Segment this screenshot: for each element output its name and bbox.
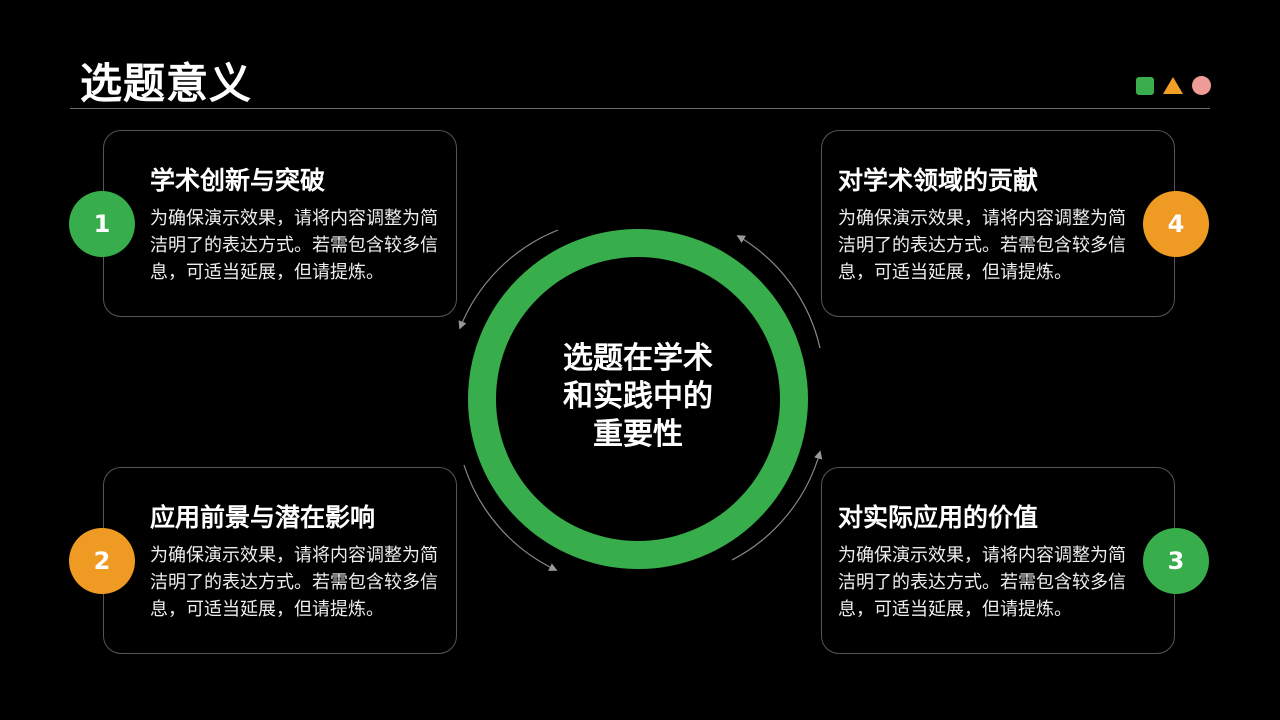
title-divider: [70, 108, 1210, 109]
card-body: 为确保演示效果，请将内容调整为简洁明了的表达方式。若需包含较多信息，可适当延展，…: [150, 208, 438, 283]
card-body: 为确保演示效果，请将内容调整为简洁明了的表达方式。若需包含较多信息，可适当延展，…: [150, 545, 438, 620]
card-heading: 学术创新与突破: [150, 166, 326, 195]
number-badge-3: 3: [1143, 528, 1209, 594]
page-title: 选题意义: [80, 59, 253, 108]
card-body: 为确保演示效果，请将内容调整为简洁明了的表达方式。若需包含较多信息，可适当延展，…: [838, 208, 1126, 283]
card-heading: 对学术领域的贡献: [838, 166, 1039, 195]
center-line-2: 和实践中的: [563, 379, 713, 414]
card-application-prospects: 应用前景与潜在影响 为确保演示效果，请将内容调整为简洁明了的表达方式。若需包含较…: [103, 467, 457, 654]
card-academic-innovation: 学术创新与突破 为确保演示效果，请将内容调整为简洁明了的表达方式。若需包含较多信…: [103, 130, 457, 317]
card-body: 为确保演示效果，请将内容调整为简洁明了的表达方式。若需包含较多信息，可适当延展，…: [838, 545, 1126, 620]
card-heading: 应用前景与潜在影响: [150, 503, 376, 532]
center-text: 选题在学术 和实践中的 重要性: [508, 340, 768, 454]
card-practical-value: 对实际应用的价值 为确保演示效果，请将内容调整为简洁明了的表达方式。若需包含较多…: [821, 467, 1175, 654]
pink-circle-icon: [1192, 76, 1211, 95]
center-line-1: 选题在学术: [563, 341, 713, 376]
decor-shapes: [1136, 76, 1211, 95]
number-badge-4: 4: [1143, 191, 1209, 257]
card-heading: 对实际应用的价值: [838, 503, 1039, 532]
number-badge-2: 2: [69, 528, 135, 594]
card-academic-contribution: 对学术领域的贡献 为确保演示效果，请将内容调整为简洁明了的表达方式。若需包含较多…: [821, 130, 1175, 317]
orange-triangle-icon: [1163, 77, 1183, 94]
number-badge-1: 1: [69, 191, 135, 257]
center-line-3: 重要性: [593, 417, 683, 452]
green-square-icon: [1136, 76, 1154, 95]
